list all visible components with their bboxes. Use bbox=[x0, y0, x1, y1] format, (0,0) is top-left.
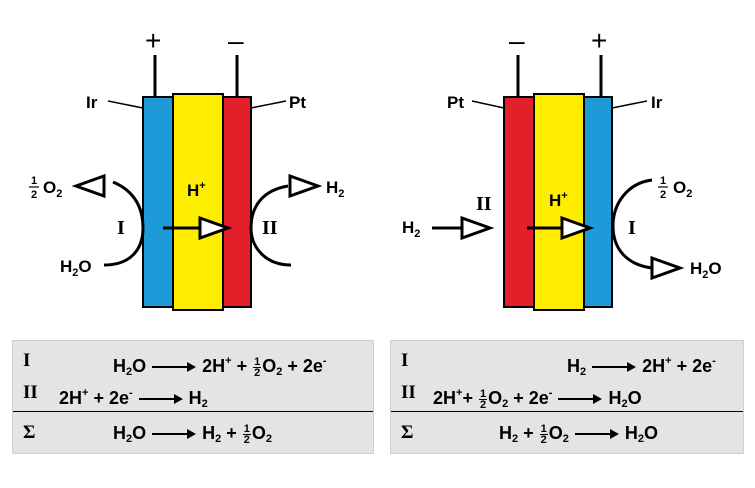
left-cell-pt-electrode bbox=[222, 96, 252, 308]
reaction-arrow-icon bbox=[574, 429, 619, 440]
left-cell-ir-electrode bbox=[142, 96, 174, 308]
left-cell-roman-i: I bbox=[117, 217, 125, 239]
right-cell-membrane bbox=[533, 93, 585, 311]
reaction-arrow-icon bbox=[138, 394, 183, 405]
right-cell-o2-half-den: 2 bbox=[660, 189, 666, 201]
right-cell: – + Pt Ir H+ II H2 I 1 2 O2 H2O bbox=[402, 25, 722, 311]
equation-numeral: Σ bbox=[401, 422, 414, 443]
right-cell-label-pt: Pt bbox=[447, 93, 464, 112]
equation-numeral: II bbox=[23, 382, 38, 403]
electrolysis-diagram: + – Ir Pt H+ I 1 2 O2 H2O II H2 bbox=[29, 25, 722, 311]
left-cell-o2-label: O2 bbox=[43, 178, 62, 200]
right-cell-h2-arrowhead bbox=[460, 215, 495, 241]
equation-divider bbox=[391, 411, 743, 412]
left-cell-label-pt: Pt bbox=[289, 93, 306, 112]
right-cell-proton-arrowhead bbox=[560, 215, 595, 241]
equation-numeral: Σ bbox=[23, 422, 36, 443]
reaction-arrow-icon bbox=[592, 362, 637, 373]
right-cell-pt-electrode bbox=[503, 96, 535, 308]
equation-numeral: II bbox=[401, 382, 416, 403]
reaction-arrow-icon bbox=[152, 429, 197, 440]
left-cell: + – Ir Pt H+ I 1 2 O2 H2O II H2 bbox=[29, 25, 344, 311]
left-cell-sign-minus: – bbox=[228, 25, 244, 56]
right-cell-o2-half-num: 1 bbox=[660, 175, 666, 187]
right-cell-pt-leader bbox=[471, 100, 505, 109]
left-cell-roman-ii: II bbox=[262, 217, 278, 239]
right-cell-roman-ii: II bbox=[476, 193, 492, 215]
equation-numeral: I bbox=[23, 350, 31, 371]
right-cell-ir-leader bbox=[611, 100, 648, 109]
left-cell-sign-plus: + bbox=[145, 25, 161, 56]
right-cell-roman-i: I bbox=[628, 217, 636, 239]
right-cell-ir-electrode bbox=[583, 96, 613, 308]
left-cell-label-ir: Ir bbox=[86, 93, 98, 112]
equation-row-ii: II 2H+ + 2e-H2 bbox=[13, 381, 373, 410]
reaction-arrow-icon bbox=[152, 362, 197, 373]
left-cell-o2-arrowhead bbox=[71, 173, 106, 199]
right-cell-label-ir: Ir bbox=[651, 93, 663, 112]
left-cell-anode-curve bbox=[103, 180, 145, 267]
left-cell-proton-label: H+ bbox=[187, 180, 206, 200]
equation-expression: 2H+ + 2e-H2 bbox=[59, 387, 208, 410]
right-cell-h2-label: H2 bbox=[402, 218, 420, 240]
left-cell-o2-half-num: 1 bbox=[31, 175, 37, 187]
left-cell-h2-label: H2 bbox=[326, 178, 344, 200]
right-cell-h2o-label: H2O bbox=[690, 259, 722, 281]
right-cell-ir-curve bbox=[611, 178, 653, 270]
equation-numeral: I bbox=[401, 350, 409, 371]
left-cell-h2-arrowhead bbox=[288, 173, 323, 199]
right-cell-h2o-arrowhead bbox=[650, 255, 685, 281]
reaction-arrow-icon bbox=[558, 394, 603, 405]
left-cell-h2o-label: H2O bbox=[60, 257, 92, 279]
right-cell-o2-label: O2 bbox=[673, 178, 692, 200]
right-cell-sign-plus: + bbox=[591, 25, 607, 56]
left-cell-cathode-curve bbox=[249, 184, 292, 267]
equation-divider bbox=[13, 411, 373, 412]
left-cell-proton-arrowhead bbox=[198, 215, 233, 241]
left-cell-ir-leader bbox=[107, 100, 144, 109]
left-cell-membrane bbox=[172, 93, 224, 311]
right-cell-proton-label: H+ bbox=[549, 190, 568, 210]
right-cell-sign-minus: – bbox=[509, 25, 525, 56]
left-cell-o2-half-den: 2 bbox=[31, 189, 37, 201]
left-cell-pt-leader bbox=[250, 100, 287, 109]
